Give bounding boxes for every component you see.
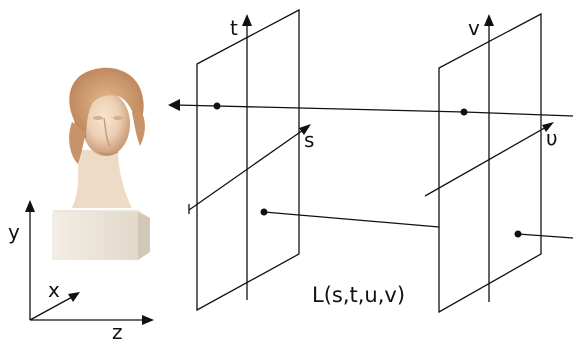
- bust-neck: [72, 150, 132, 208]
- u-axis-line: [424, 125, 549, 197]
- ray-lower-extension: [517, 233, 573, 239]
- bust-hair: [69, 67, 144, 138]
- y-axis-arrow: [25, 200, 35, 212]
- bust-face: [82, 92, 130, 156]
- bust-nose-shadow: [103, 117, 111, 147]
- z-axis-arrow: [142, 315, 154, 325]
- v-axis-arrow: [484, 14, 494, 26]
- t-axis-arrow: [242, 14, 252, 26]
- bust-hair-right: [132, 104, 145, 146]
- s-axis-label: s: [304, 128, 315, 152]
- bust-hair-side: [69, 122, 86, 164]
- ray-lower: [263, 211, 440, 228]
- plinth-front: [52, 212, 138, 260]
- y-axis-label: y: [8, 220, 20, 244]
- ray-point-uv-lower: [514, 230, 522, 238]
- bust-right-eye: [113, 116, 123, 120]
- bust-mouth: [99, 151, 119, 155]
- x-axis-label: x: [48, 278, 60, 302]
- x-axis-arrow: [68, 292, 80, 302]
- ray-upper: [175, 104, 465, 113]
- light-field-formula: L(s,t,u,v): [312, 283, 406, 307]
- s-axis-line: [188, 127, 307, 211]
- ray-upper-arrow: [168, 99, 180, 111]
- uv-plane: [438, 12, 542, 314]
- t-axis-label: t: [230, 16, 238, 40]
- st-plane: [196, 8, 300, 312]
- u-axis-label: υ: [546, 126, 558, 150]
- ray-upper-extension: [463, 111, 573, 117]
- ray-point-uv-upper: [460, 108, 468, 116]
- statue-bust-image: [52, 67, 150, 260]
- v-axis-label: v: [468, 16, 480, 40]
- s-axis-arrow: [299, 124, 311, 135]
- ray-point-st-upper: [213, 102, 221, 110]
- z-axis-label: z: [112, 320, 123, 344]
- x-axis-line: [29, 295, 75, 321]
- bust-left-eye: [93, 116, 103, 120]
- plinth-side: [138, 212, 150, 260]
- u-axis-arrow: [542, 122, 554, 132]
- ray-point-st-lower: [260, 208, 268, 216]
